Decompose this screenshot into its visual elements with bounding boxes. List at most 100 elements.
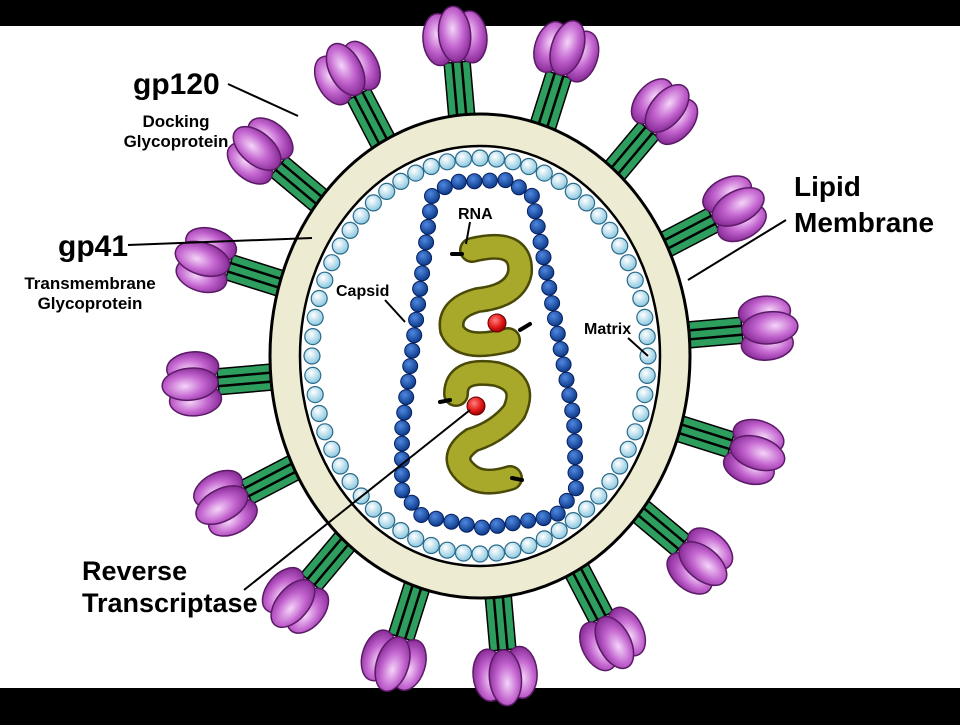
lipid-leader-line xyxy=(687,219,787,281)
envelope-spike xyxy=(527,20,600,139)
matrix-bead xyxy=(535,530,553,548)
gp120-head xyxy=(226,117,294,185)
matrix-bead xyxy=(638,366,656,384)
envelope-spike xyxy=(472,586,538,707)
matrix-bead xyxy=(438,153,456,171)
rna-end-tick xyxy=(518,322,532,332)
capsid-bead xyxy=(402,358,419,375)
gp120-head xyxy=(313,40,381,106)
envelope-spike xyxy=(226,117,336,218)
matrix-bead xyxy=(590,487,608,505)
matrix-bead xyxy=(306,308,324,326)
rna-end-tick xyxy=(510,476,524,482)
gp41-label: gp41 xyxy=(58,230,128,263)
capsid-bead xyxy=(520,512,537,529)
gp120-head xyxy=(174,226,238,294)
reverse-transcriptase-label-line1: Reverse xyxy=(82,556,187,586)
capsid-bead xyxy=(394,420,411,436)
capsid-bead xyxy=(412,280,429,297)
capsid-bead xyxy=(443,513,460,530)
capsid-bead xyxy=(408,311,425,328)
matrix-bead xyxy=(487,150,506,168)
matrix-bead xyxy=(626,271,644,289)
capsid-bead xyxy=(558,371,575,388)
capsid-bead xyxy=(523,187,540,204)
matrix-bead xyxy=(577,194,596,212)
capsid-shell xyxy=(394,172,584,536)
capsid-bead xyxy=(424,188,440,204)
matrix-bead xyxy=(364,194,382,212)
capsid-bead xyxy=(481,172,498,189)
matrix-bead xyxy=(632,404,650,423)
matrix-bead xyxy=(323,254,341,272)
gp120-head xyxy=(261,566,330,634)
capsid-bead xyxy=(474,519,490,536)
matrix-bead xyxy=(504,153,522,171)
matrix-bead xyxy=(304,366,322,384)
capsid-bead xyxy=(549,325,566,342)
matrix-bead xyxy=(636,308,654,326)
gp41-stem xyxy=(239,451,309,505)
matrix-bead xyxy=(438,541,456,559)
matrix-bead xyxy=(422,536,440,555)
matrix-bead xyxy=(331,237,349,255)
matrix-bead xyxy=(323,440,341,458)
capsid-bead xyxy=(466,173,483,190)
gp120-head xyxy=(579,606,647,672)
capsid-bead xyxy=(538,264,555,281)
capsid-bead xyxy=(403,494,420,511)
gp120-head xyxy=(666,527,734,595)
matrix-bead xyxy=(632,289,650,308)
envelope-spike xyxy=(666,412,786,486)
envelope-spike xyxy=(651,175,767,261)
capsid-bead xyxy=(529,218,546,235)
gp120-head xyxy=(737,295,799,361)
matrix-bead xyxy=(520,157,538,176)
envelope-spikes xyxy=(161,5,799,707)
matrix-bead xyxy=(341,221,359,239)
matrix-bead xyxy=(304,328,322,346)
matrix-bead xyxy=(504,541,522,559)
gp120-desc-line1: Docking xyxy=(142,112,209,131)
capsid-bead xyxy=(436,179,453,196)
matrix-bead xyxy=(619,440,637,458)
matrix-bead xyxy=(407,530,425,548)
capsid-bead xyxy=(552,341,569,358)
gp120-head xyxy=(722,418,786,486)
matrix-bead xyxy=(407,164,425,182)
reverse-transcriptase-dot xyxy=(466,396,486,416)
capsid-bead xyxy=(410,296,427,313)
capsid-bead xyxy=(416,249,433,266)
leader-lines xyxy=(127,83,787,591)
envelope-spike xyxy=(193,451,309,537)
capsid-bead xyxy=(549,505,566,522)
envelope-spike xyxy=(560,555,647,672)
capsid-bead xyxy=(497,172,514,189)
gp41-leader-line xyxy=(127,237,313,246)
capsid-bead xyxy=(504,515,521,532)
matrix-bead xyxy=(378,511,396,530)
matrix-bead xyxy=(454,150,473,168)
gp41-stem xyxy=(598,120,661,187)
matrix-bead xyxy=(611,457,629,475)
gp120-head xyxy=(161,351,223,417)
rna-end-tick xyxy=(438,398,452,404)
capsid-bead xyxy=(450,173,467,190)
matrix-bead xyxy=(352,207,370,225)
gp120-head xyxy=(630,78,699,146)
capsid-bead xyxy=(394,435,410,452)
matrix-bead xyxy=(392,521,410,540)
matrix-bead xyxy=(626,423,644,441)
lipid-membrane-label-line2: Membrane xyxy=(794,207,934,238)
capsid-label: Capsid xyxy=(336,283,389,300)
capsid-bead xyxy=(526,203,543,220)
gp120-head xyxy=(193,469,258,537)
matrix-bead xyxy=(550,172,568,190)
reverse-transcriptase-label-line2: Transcriptase xyxy=(82,588,258,618)
matrix-bead xyxy=(564,182,582,200)
gp120-head xyxy=(472,645,538,707)
matrix-bead xyxy=(601,221,619,239)
envelope-spike xyxy=(598,78,699,187)
matrix-label: Matrix xyxy=(584,321,631,338)
capsid-bead xyxy=(535,249,552,266)
